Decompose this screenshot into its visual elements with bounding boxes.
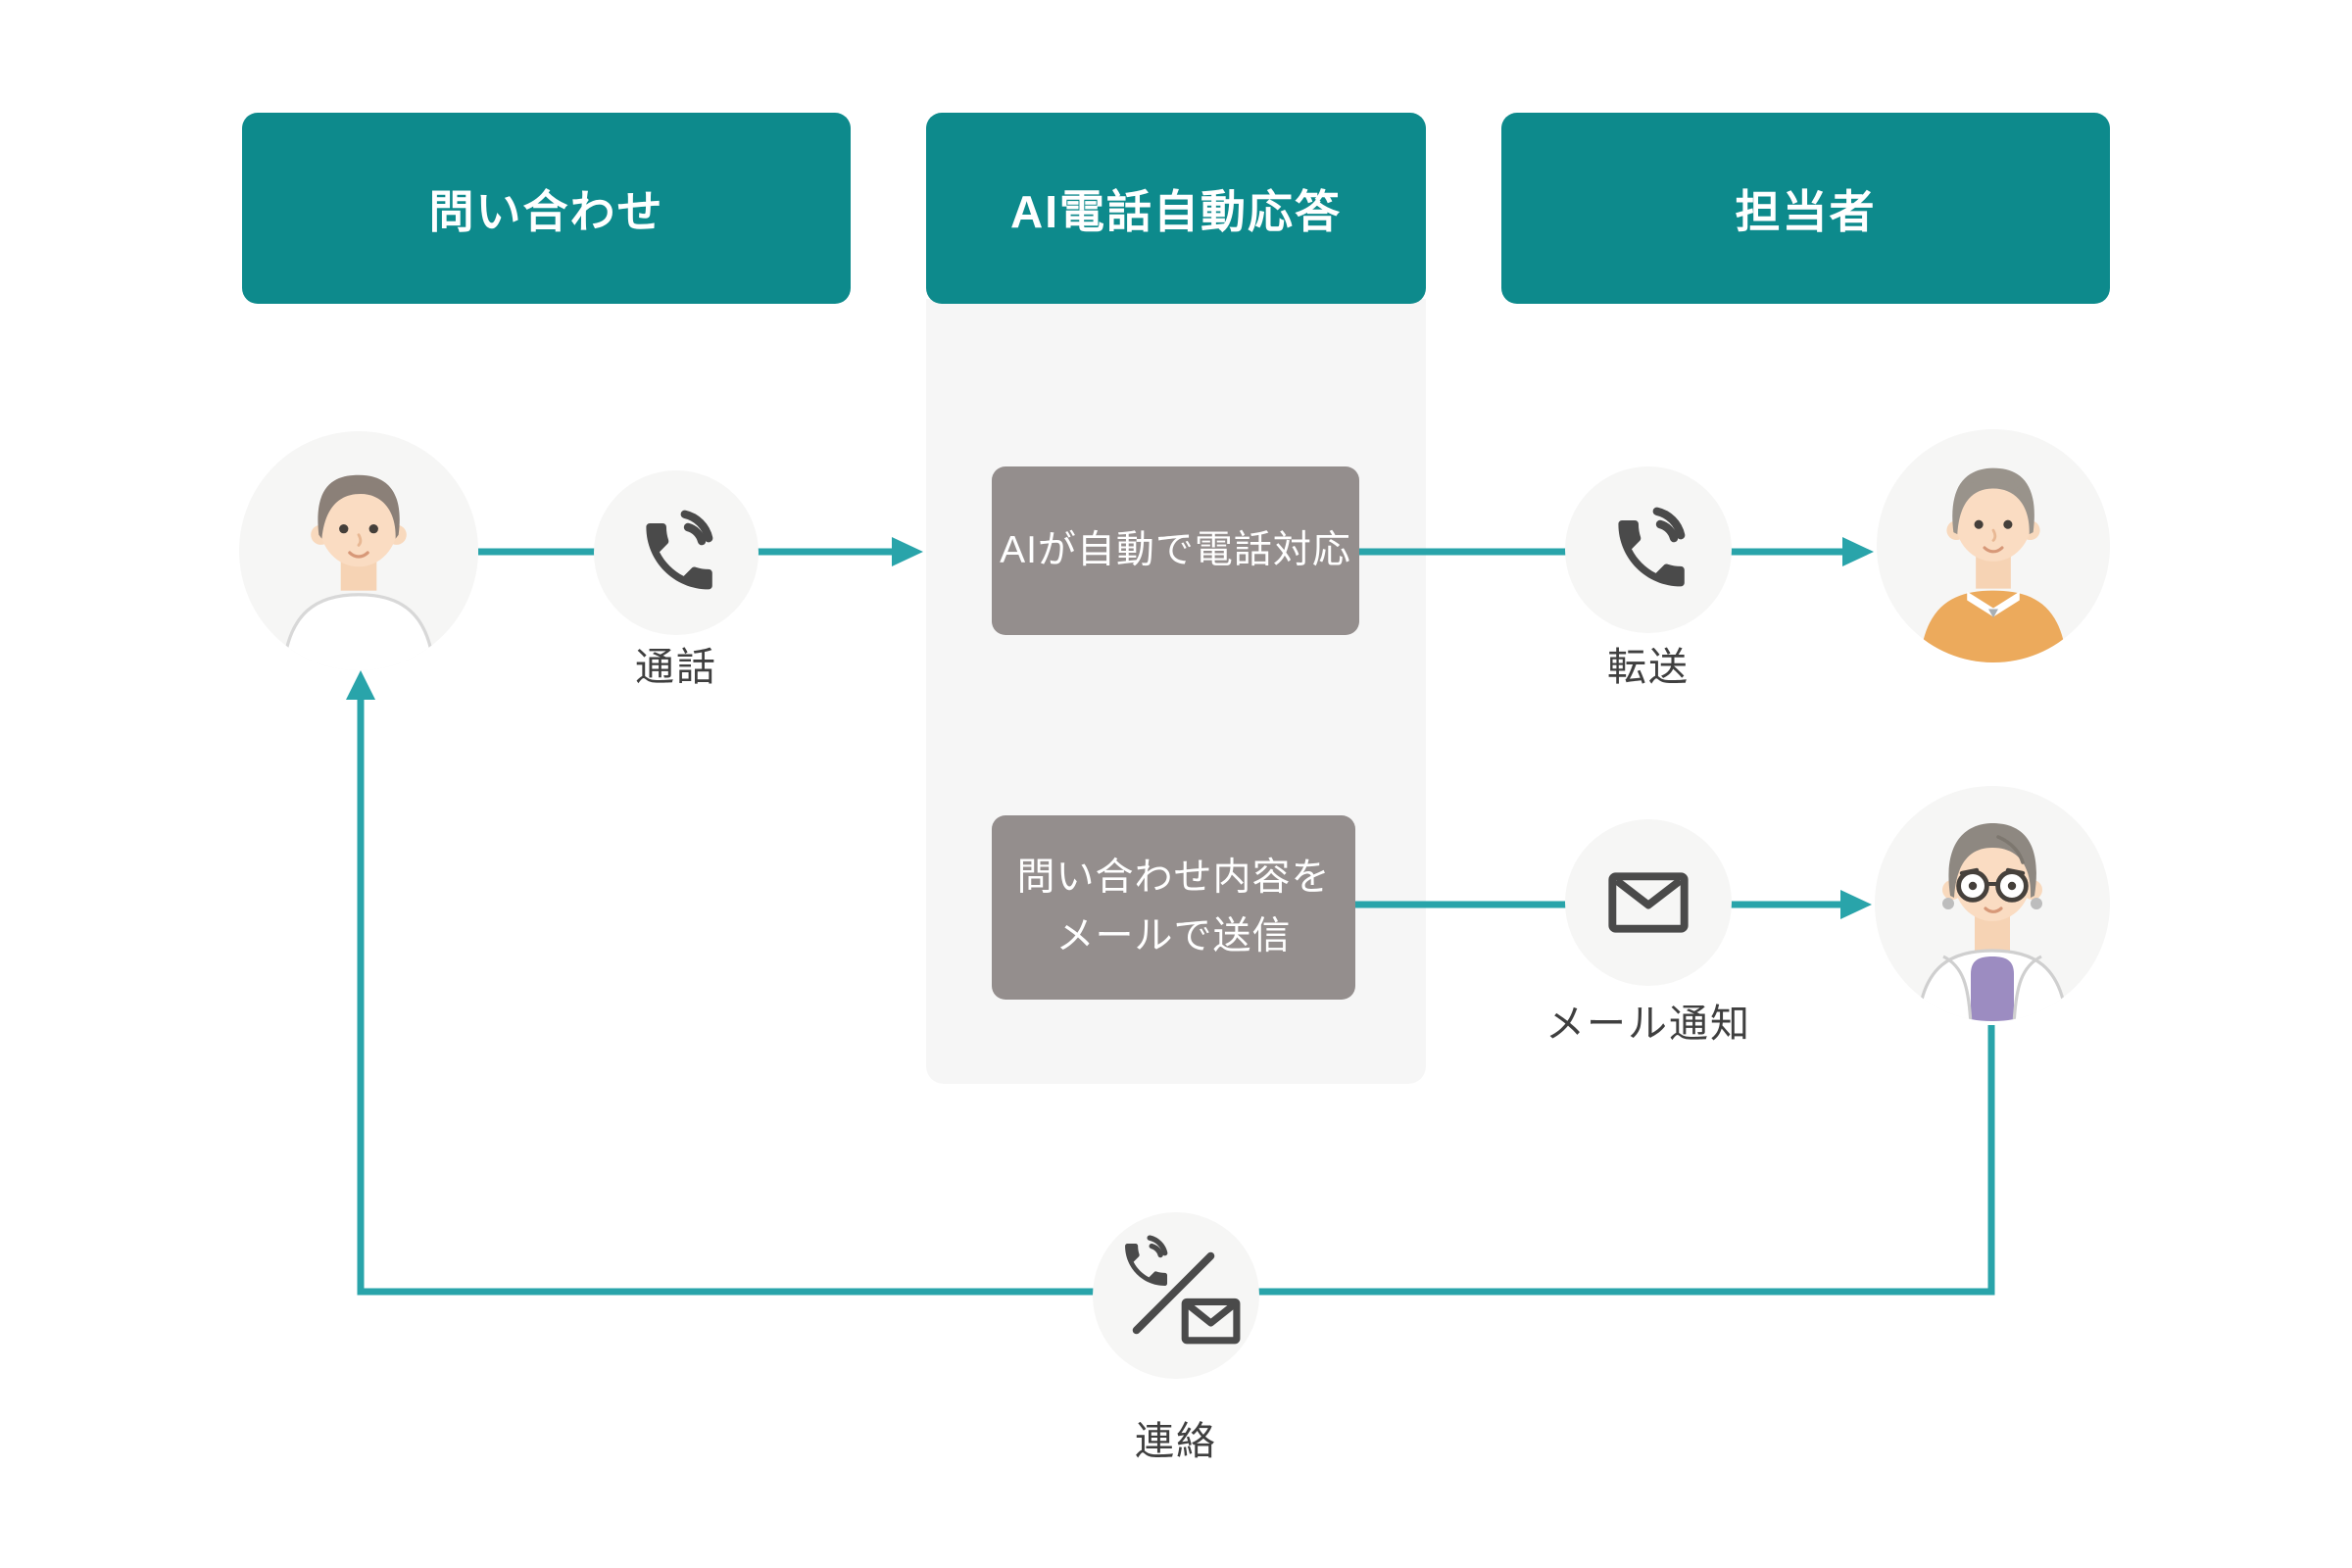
process-box-ai-answers: AIが自動で電話対応 — [992, 466, 1359, 635]
process-box-ai-answers-line: AIが自動で電話対応 — [1000, 528, 1351, 571]
inquirer-avatar — [239, 431, 478, 670]
process-box-send-mail: 問い合わせ内容を メールで送信 — [992, 815, 1355, 1000]
phone-icon — [646, 510, 713, 590]
staff-mail-person-illustration — [1875, 786, 2110, 1021]
process-box-send-mail-line2: メールで送信 — [1055, 915, 1292, 957]
phone-icon — [1618, 507, 1686, 587]
column-header-staff: 担当者 — [1501, 113, 2110, 304]
column-header-inquiry: 問い合わせ — [242, 113, 851, 304]
mail-notice-icon-circle — [1565, 819, 1732, 986]
call-icon-circle — [594, 470, 759, 635]
column-header-ai-phone-label: AI電話自動応答 — [1010, 185, 1342, 237]
transfer-icon-circle — [1565, 466, 1732, 633]
contact-icon-circle — [1093, 1212, 1259, 1379]
staff-phone-person-illustration — [1877, 429, 2110, 662]
column-header-ai-phone: AI電話自動応答 — [926, 113, 1426, 304]
mail-icon — [1608, 872, 1689, 933]
arrowhead-into-ai — [892, 537, 923, 566]
staff-phone-avatar — [1877, 429, 2110, 662]
slash-divider — [1132, 1251, 1215, 1335]
staff-mail-avatar — [1875, 786, 2110, 1021]
mail-notice-label: メール通知 — [1545, 1003, 1751, 1046]
arrowhead-into-staff1 — [1842, 537, 1874, 566]
column-header-staff-label: 担当者 — [1735, 185, 1877, 237]
column-header-inquiry-label: 問い合わせ — [428, 185, 664, 237]
inquirer-person-illustration — [239, 431, 478, 670]
call-label: 通話 — [635, 646, 717, 689]
process-box-send-mail-line1: 問い合わせ内容を — [1016, 856, 1331, 899]
phone-or-mail-icon — [1125, 1235, 1241, 1345]
arrowhead-into-inquirer — [346, 670, 375, 700]
transfer-label: 転送 — [1607, 646, 1690, 689]
contact-label: 連絡 — [1135, 1420, 1217, 1463]
arrowhead-into-staff2 — [1840, 890, 1872, 919]
